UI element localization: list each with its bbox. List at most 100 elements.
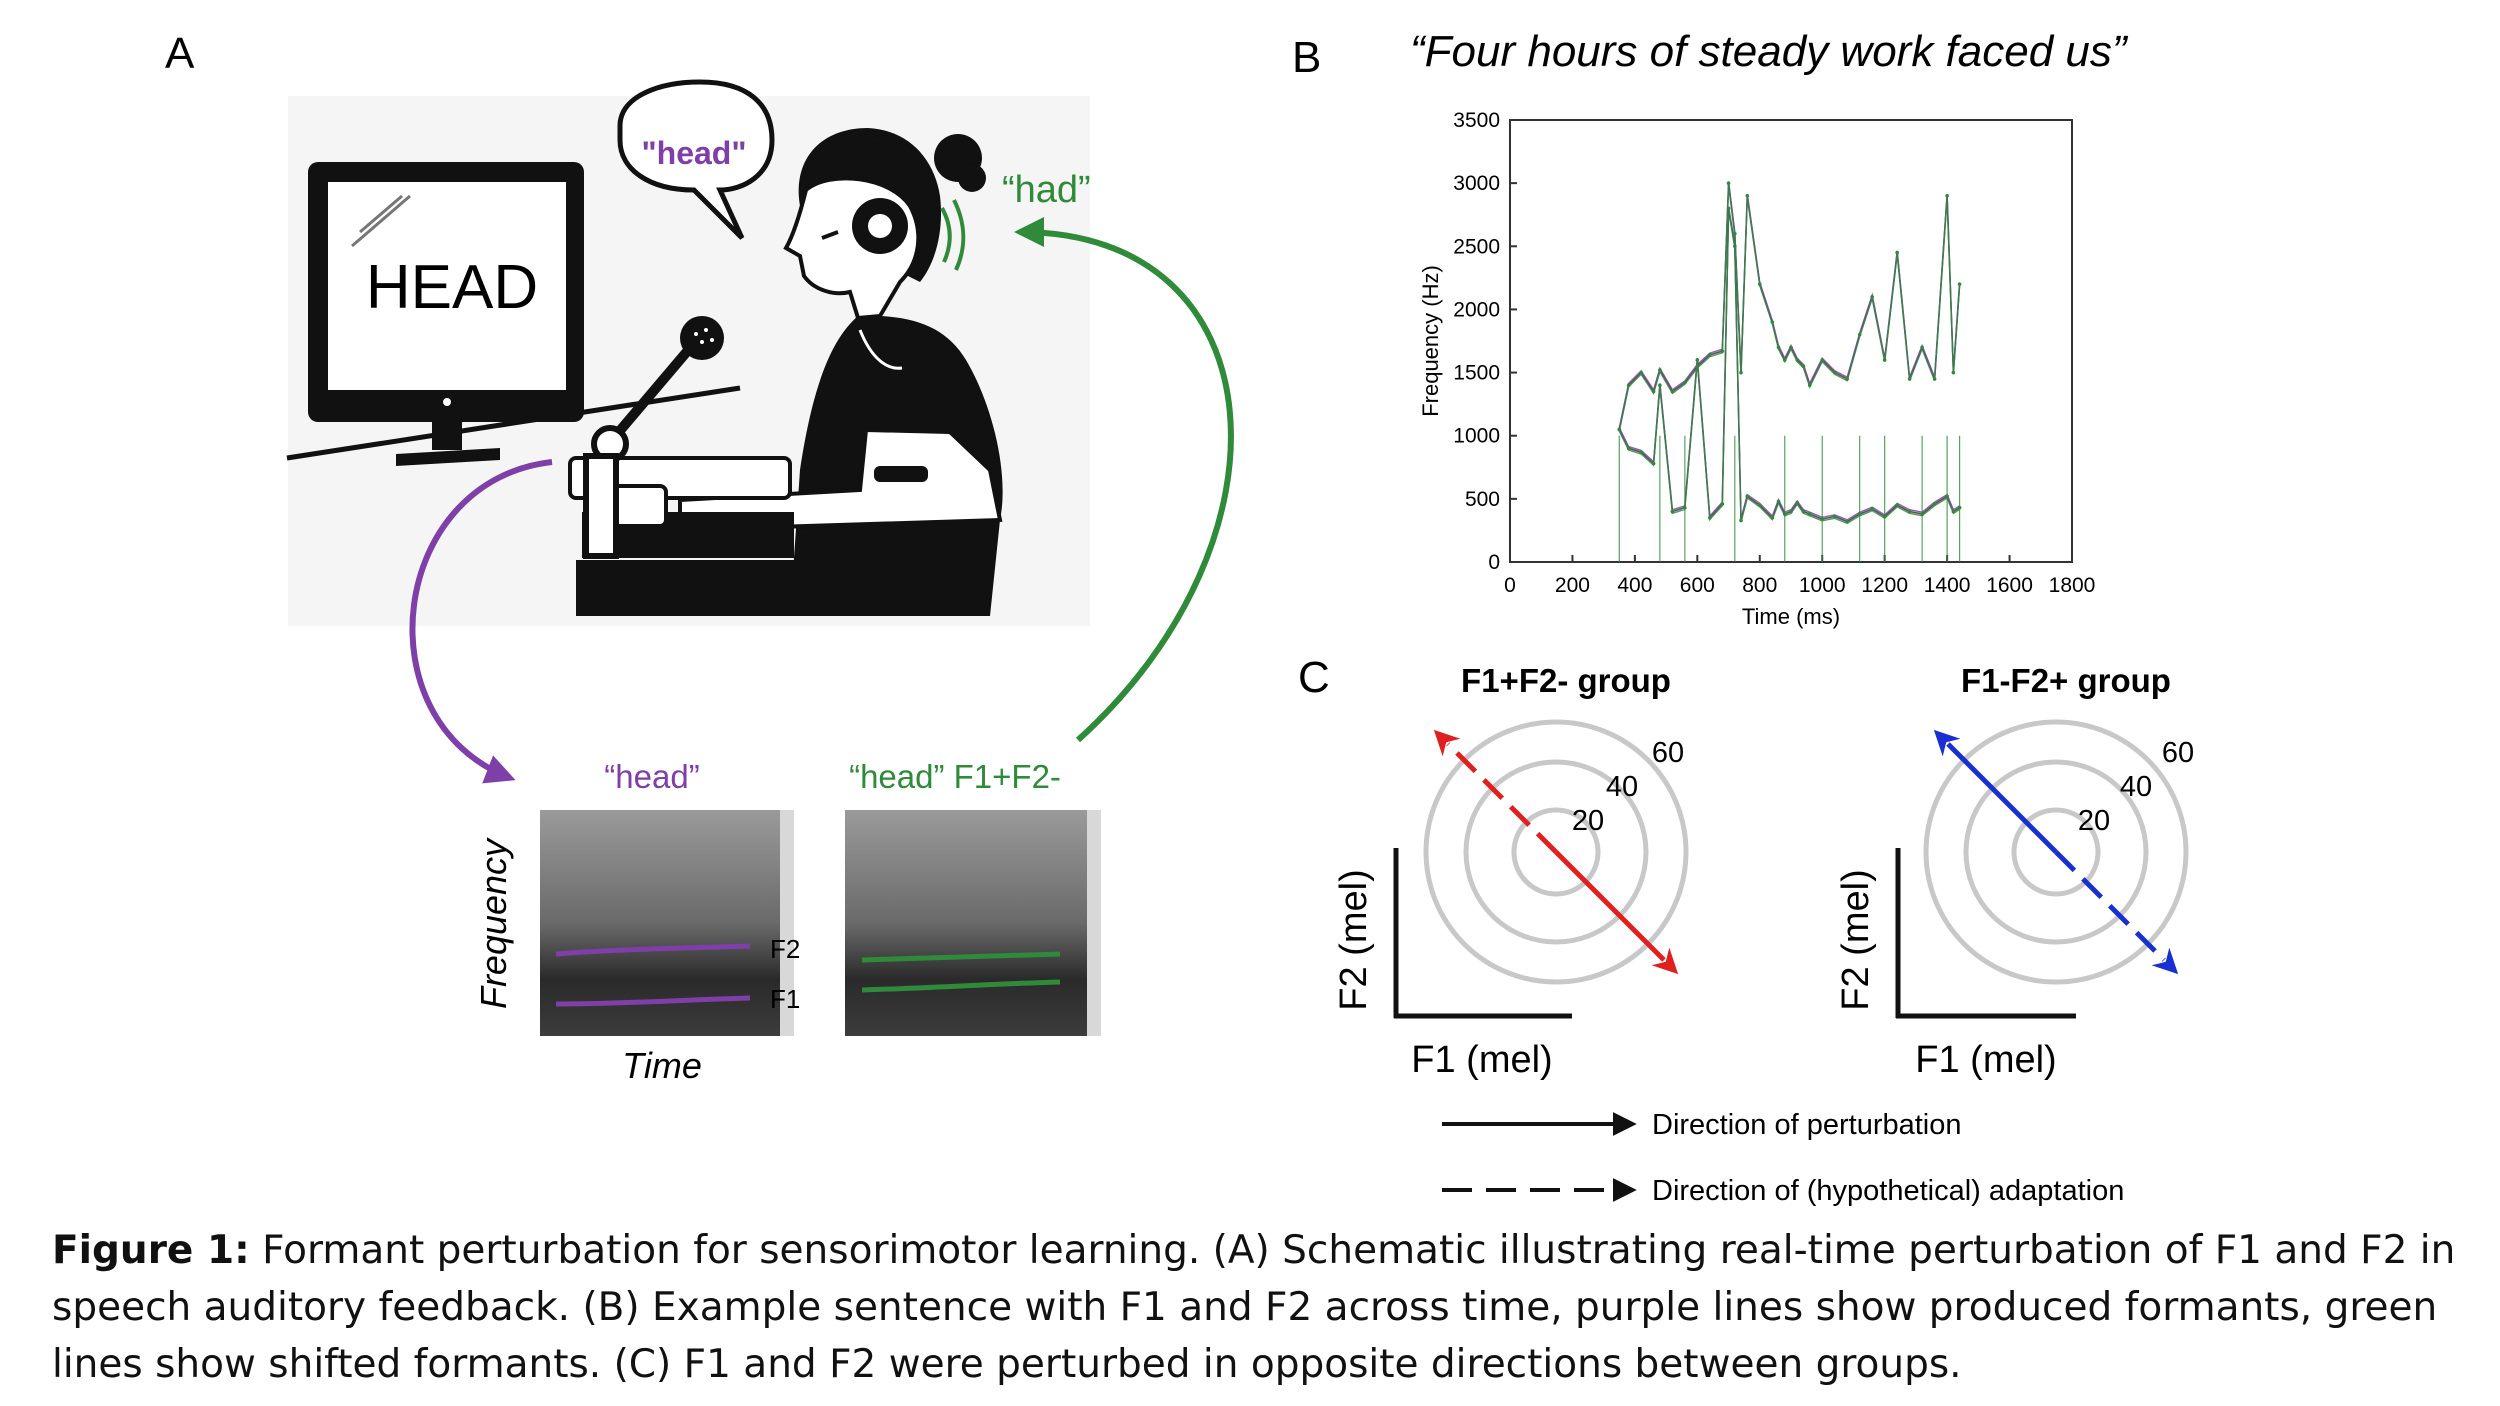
x-tick-label: 800 <box>1742 574 1777 597</box>
legend-perturbation-label: Direction of perturbation <box>1652 1109 1962 1141</box>
series-f1-point <box>1658 383 1662 388</box>
frequency-axis-label: Frequency <box>473 837 514 1009</box>
panel-b-letter: B <box>1292 33 1321 82</box>
group-2-title: F1-F2+ group <box>1961 662 2171 699</box>
series-f2-point <box>1857 332 1862 337</box>
series-f2-point <box>1651 389 1656 394</box>
series-f2-point <box>1626 383 1631 388</box>
group-2-xlabel: F1 (mel) <box>1915 1039 2056 1081</box>
series-f2-point <box>1639 370 1643 375</box>
panel-a: A HEAD "head" <box>165 29 1234 1086</box>
x-tick-label: 1800 <box>2049 574 2096 597</box>
spectrogram-1 <box>540 810 794 1036</box>
series-f1-point <box>1695 358 1700 362</box>
produced-arrow-purple <box>409 459 553 784</box>
series-f2-point <box>1807 383 1812 388</box>
y-tick-label: 500 <box>1465 488 1500 511</box>
series-f1-point <box>1708 516 1712 520</box>
x-tick-label: 200 <box>1555 574 1590 597</box>
x-axis-label: Time (ms) <box>1742 604 1840 629</box>
desk-edge <box>286 385 741 461</box>
spectrogram-2 <box>845 810 1101 1036</box>
monitor-icon <box>308 162 584 466</box>
group-2-ring-20: 20 <box>2078 805 2110 837</box>
x-tick-label: 1000 <box>1799 574 1846 597</box>
series-f2-point <box>1708 353 1712 357</box>
series-f1-point <box>1776 499 1781 504</box>
y-tick-label: 2500 <box>1453 235 1500 258</box>
x-tick-label: 1600 <box>1986 574 2033 597</box>
series-f2-point <box>1870 295 1874 299</box>
series-f1-point <box>1807 512 1812 516</box>
series-f2-point <box>1726 181 1731 185</box>
y-tick-label: 0 <box>1488 551 1500 574</box>
x-tick-label: 1400 <box>1924 574 1971 597</box>
series-f2-point <box>1733 231 1737 236</box>
series-f2-point <box>1720 349 1725 353</box>
group-2-ring-60: 60 <box>2162 737 2194 769</box>
series-f2-point <box>1801 364 1806 369</box>
series-f1-point <box>1745 494 1750 499</box>
x-tick-label: 1200 <box>1861 574 1908 597</box>
group-2-axes <box>1895 848 2076 1019</box>
series-f1-point <box>1951 509 1956 514</box>
monitor-text: HEAD <box>366 253 538 322</box>
series-f2-point <box>1895 250 1899 255</box>
series-f1-point <box>1757 503 1762 507</box>
legend-adaptation-label: Direction of (hypothetical) adaptation <box>1652 1175 2124 1207</box>
series-f1-point <box>1720 502 1725 506</box>
group-2-ring-40: 40 <box>2120 771 2152 803</box>
series-f2-point <box>1757 282 1762 286</box>
series-f1-point <box>1801 509 1806 514</box>
group-1-xlabel: F1 (mel) <box>1411 1039 1552 1081</box>
series-f2-point <box>1957 282 1962 286</box>
series-f1-point <box>1870 507 1874 511</box>
spectrogram-1-title: “head” <box>604 758 699 795</box>
plot-area <box>1509 119 2073 563</box>
feedback-word: “had” <box>1002 169 1091 211</box>
series-f1-point <box>1651 461 1656 466</box>
series-f1-point <box>1626 446 1631 451</box>
series-f2-point <box>1832 370 1837 375</box>
series-f1-point <box>1670 509 1675 514</box>
group-2-ylabel: F2 (mel) <box>1835 869 1877 1010</box>
x-tick-label: 0 <box>1504 574 1516 597</box>
series-f2-point <box>1820 358 1825 362</box>
y-tick-label: 2000 <box>1453 298 1500 321</box>
series-f1-point <box>1739 518 1743 523</box>
legend: Direction of perturbation Direction of (… <box>1442 1109 2124 1207</box>
group-1-axes <box>1393 848 1572 1019</box>
series-f2-point <box>1920 345 1924 350</box>
group-1-polar <box>1423 719 1689 985</box>
speech-bubble-word: "head" <box>641 135 746 171</box>
caption-label: Figure 1: <box>52 1228 250 1273</box>
spectrogram-2-title: “head” F1+F2- <box>849 758 1061 795</box>
panel-c: C F1+F2- group 20 40 60 F2 (mel) F1 (mel… <box>1298 653 2194 1207</box>
series-f1-point <box>1832 514 1837 519</box>
microphone-icon <box>583 316 724 559</box>
formant-label-f2: F2 <box>770 934 800 964</box>
x-tick-label: 600 <box>1680 574 1715 597</box>
series-f2-point <box>1776 345 1781 350</box>
series-f1-point <box>1932 502 1937 506</box>
group-2-polar <box>1923 719 2189 985</box>
series-f2-point <box>1770 320 1775 324</box>
panel-a-letter: A <box>165 29 195 78</box>
series-f1-point <box>1789 509 1793 514</box>
series-f2-point <box>1695 364 1700 369</box>
series-f1-point <box>1845 519 1849 524</box>
panel-b-title: “Four hours of steady work faced us” <box>1410 27 2129 76</box>
series-f2-point <box>1951 370 1956 375</box>
series-f2-point <box>1782 358 1787 362</box>
series-f2-point <box>1795 358 1800 362</box>
group-1-ring-20: 20 <box>1572 805 1604 837</box>
series-f1-point <box>1907 509 1912 514</box>
series-f2-point <box>1907 377 1912 381</box>
series-f1-point <box>1895 503 1899 507</box>
group-1-title: F1+F2- group <box>1461 662 1671 699</box>
group-1-ring-40: 40 <box>1606 771 1638 803</box>
feedback-arrow-green <box>1014 217 1234 743</box>
panel-b: B “Four hours of steady work faced us” 0… <box>1292 27 2129 629</box>
series-f1-point <box>1770 516 1775 520</box>
